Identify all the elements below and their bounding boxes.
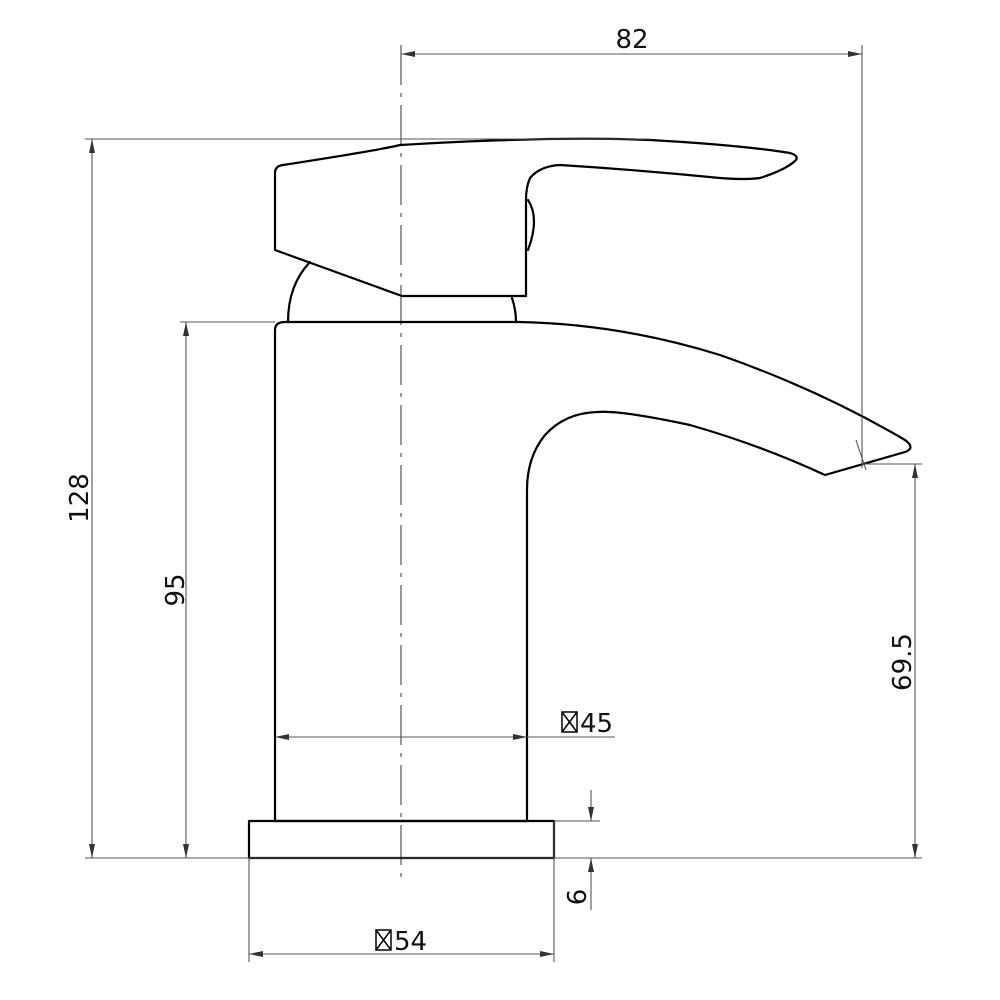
dimension-body-width: 45 — [275, 709, 615, 740]
dimension-label-54: 54 — [394, 927, 427, 957]
dimension-label-45: 45 — [580, 709, 613, 739]
cartridge-dome-left — [286, 260, 312, 324]
dimension-base-thickness: 6 — [554, 790, 600, 910]
tap-body-and-spout — [273, 320, 912, 823]
dimension-label-95: 95 — [161, 573, 191, 606]
dimension-spout-projection: 82 — [401, 25, 867, 471]
cartridge-dome-right — [510, 296, 518, 324]
dimension-base-width: 54 — [248, 821, 555, 962]
square-section-icon — [561, 711, 578, 733]
dimension-label-82: 82 — [615, 25, 648, 55]
dimension-outlet-height: 69.5 — [862, 463, 922, 858]
dimension-body-height: 95 — [161, 321, 275, 858]
square-section-icon — [375, 929, 392, 951]
lever-handle — [273, 137, 798, 298]
dimension-overall-height: 128 — [65, 138, 650, 858]
dimension-label-128: 128 — [65, 473, 95, 523]
dimension-label-69-5: 69.5 — [888, 633, 918, 691]
dimension-label-6: 6 — [563, 889, 593, 906]
